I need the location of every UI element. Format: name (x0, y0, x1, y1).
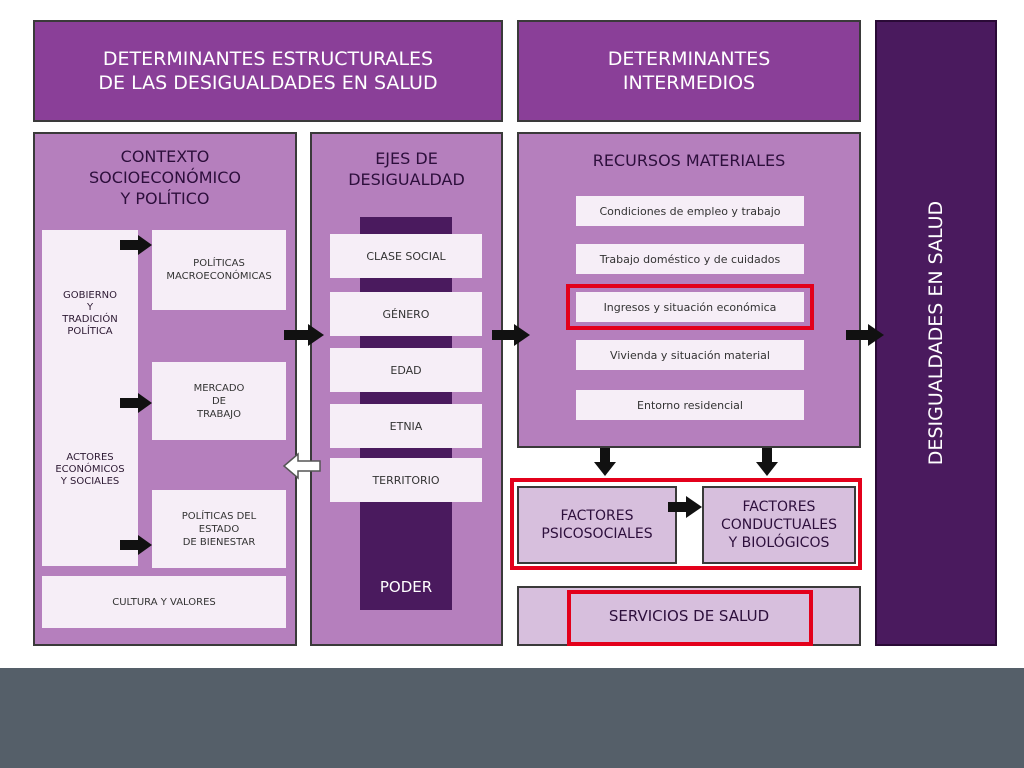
arrow-down-icon (762, 448, 772, 462)
factores-conductuales: FACTORES CONDUCTUALES Y BIOLÓGICOS (702, 486, 856, 564)
footer-band (0, 668, 1024, 768)
desigualdades-panel: DESIGUALDADES EN SALUD (875, 20, 997, 646)
politicas-bienestar-box: POLÍTICAS DEL ESTADO DE BIENESTAR (152, 490, 286, 568)
recurso-ingresos: Ingresos y situación económica (576, 292, 804, 322)
arrow-right-icon (120, 398, 138, 408)
arrow-right-icon (514, 324, 530, 346)
arrow-right-icon (120, 240, 138, 250)
arrow-right-icon (846, 330, 868, 340)
highlight-ingresos (566, 284, 814, 330)
eje-edad: EDAD (330, 348, 482, 392)
arrow-right-icon (492, 330, 514, 340)
eje-etnia: ETNIA (330, 404, 482, 448)
arrow-right-icon (138, 393, 152, 413)
servicios-salud: SERVICIOS DE SALUD (517, 586, 861, 646)
arrow-right-icon (284, 330, 308, 340)
mercado-trabajo-box: MERCADO DE TRABAJO (152, 362, 286, 440)
arrow-down-icon (594, 462, 616, 476)
desigualdades-label: DESIGUALDADES EN SALUD (925, 200, 947, 466)
arrow-right-icon (138, 235, 152, 255)
cultura-valores-box: CULTURA Y VALORES (42, 576, 286, 628)
arrow-right-icon (138, 535, 152, 555)
arrow-down-icon (600, 448, 610, 462)
header-intermediate: DETERMINANTES INTERMEDIOS (517, 20, 861, 122)
arrow-right-icon (668, 502, 686, 512)
recurso-domestico: Trabajo doméstico y de cuidados (576, 244, 804, 274)
recurso-vivienda: Vivienda y situación material (576, 340, 804, 370)
recurso-entorno: Entorno residencial (576, 390, 804, 420)
arrow-left-outline-icon (282, 452, 321, 480)
highlight-servicios (567, 590, 813, 646)
factores-psicosociales: FACTORES PSICOSOCIALES (517, 486, 677, 564)
header-structural: DETERMINANTES ESTRUCTURALES DE LAS DESIG… (33, 20, 503, 122)
gobierno-label: GOBIERNO Y TRADICIÓN POLÍTICA (62, 290, 118, 337)
ejes-title: EJES DE DESIGUALDAD (348, 149, 465, 189)
arrow-right-icon (120, 540, 138, 550)
arrow-down-icon (756, 462, 778, 476)
actores-label: ACTORES ECONÓMICOS Y SOCIALES (55, 452, 125, 487)
eje-territorio: TERRITORIO (330, 458, 482, 502)
politicas-macro-box: POLÍTICAS MACROECONÓMICAS (152, 230, 286, 310)
arrow-right-icon (868, 324, 884, 346)
eje-clase-social: CLASE SOCIAL (330, 234, 482, 278)
poder-label: PODER (379, 578, 433, 596)
context-title: CONTEXTO SOCIOECONÓMICO Y POLÍTICO (89, 147, 241, 208)
recurso-empleo: Condiciones de empleo y trabajo (576, 196, 804, 226)
highlight-factores (510, 478, 862, 570)
recursos-title: RECURSOS MATERIALES (592, 151, 786, 170)
arrow-right-icon (308, 324, 324, 346)
arrow-right-icon (686, 496, 702, 518)
eje-genero: GÉNERO (330, 292, 482, 336)
